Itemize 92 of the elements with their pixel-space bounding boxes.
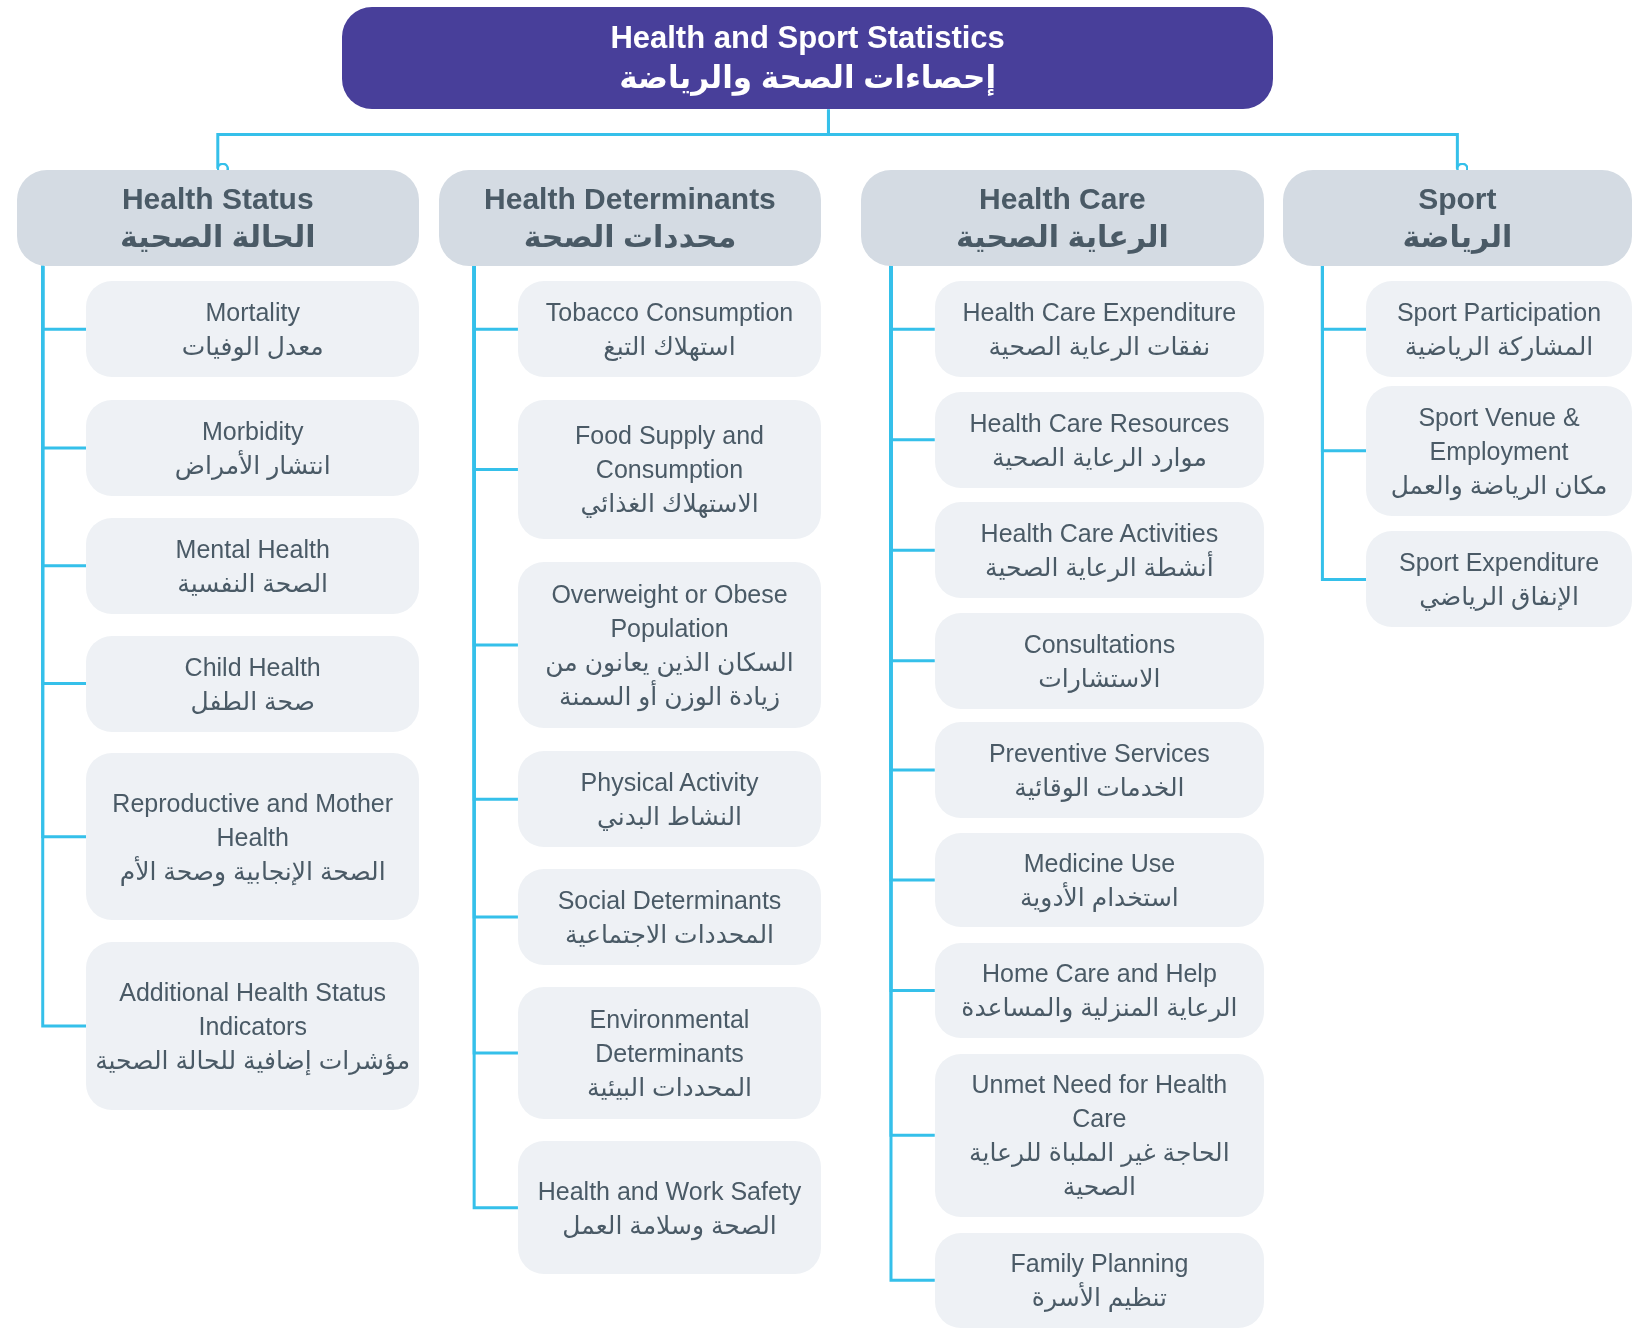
box-label: النشاط البدني [596, 801, 743, 833]
topic-box [517, 400, 822, 539]
box-label: Reproductive and Mother Health [111, 787, 395, 853]
category-box [16, 169, 419, 266]
box-label: Tobacco Consumption [545, 297, 794, 329]
category-box [1282, 169, 1632, 266]
box-label: الإنفاق الرياضي [1419, 581, 1579, 613]
box-label: الخدمات الوقائية [1014, 772, 1185, 804]
box-label: Family Planning [1010, 1248, 1189, 1280]
box-label: نفقات الرعاية الصحية [988, 331, 1211, 363]
topic-box [934, 1053, 1265, 1218]
box-label: الرياضة [1402, 218, 1513, 256]
box-label: الصحة النفسية [177, 567, 329, 599]
box-label: Sport [1418, 180, 1497, 217]
topic-box [934, 1232, 1265, 1328]
topic-box [86, 281, 419, 378]
box-label: Additional Health Status Indicators [118, 976, 388, 1042]
box-label: السكان الذين يعانون من زيادة الوزن أو السمنة [544, 647, 795, 714]
box-label: انتشار الأمراض [174, 449, 331, 482]
box-label: Mental Health [175, 533, 330, 565]
box-label: Unmet Need for Health Care [970, 1069, 1229, 1135]
topic-box [1366, 281, 1632, 378]
box-label: Health and Sport Statistics [610, 19, 1005, 58]
box-label: موارد الرعاية الصحية [991, 441, 1207, 474]
topic-box [934, 502, 1265, 599]
category-box [438, 169, 822, 266]
box-label: Health Care Expenditure [962, 297, 1237, 329]
box-label: Preventive Services [988, 738, 1210, 770]
box-label: Food Supply and Consumption [574, 420, 766, 486]
box-label: الصحة الإنجابية وصحة الأم [119, 855, 386, 888]
topic-box [86, 635, 419, 732]
box-label: المحددات الاجتماعية [565, 919, 774, 950]
topic-box [86, 517, 419, 614]
box-label: الصحة وسلامة العمل [562, 1209, 777, 1242]
box-label: Sport Participation [1396, 297, 1602, 329]
topic-box [934, 832, 1265, 928]
box-label: Morbidity [202, 416, 304, 448]
topic-box [1366, 385, 1632, 516]
box-label: الرعاية الصحية [955, 218, 1169, 256]
box-label: محددات الصحة [523, 218, 737, 255]
box-label: Sport Venue & Employment [1417, 401, 1581, 467]
topic-box [934, 391, 1265, 488]
topic-box [86, 753, 419, 921]
topic-box [517, 561, 822, 729]
box-label: Health Determinants [484, 180, 776, 217]
box-label: Health and Work Safety [537, 1175, 802, 1207]
box-label: Sport Expenditure [1398, 547, 1600, 579]
topic-box [517, 281, 822, 378]
box-label: إحصاءات الصحة والرياضة [619, 59, 996, 98]
box-label: مكان الرياضة والعمل [1390, 469, 1608, 502]
box-label: معدل الوفيات [181, 331, 324, 363]
box-label: Social Determinants [557, 885, 782, 916]
box-label: Mortality [205, 297, 300, 329]
box-label: صحة الطفل [190, 685, 315, 717]
box-label: الحاجة غير الملباة للرعاية الصحية [968, 1137, 1231, 1203]
box-label: Overweight or Obese Population [550, 579, 789, 645]
box-label: Health Care [979, 180, 1146, 217]
topic-box [517, 986, 822, 1120]
bracket-line [1320, 265, 1367, 581]
topic-box [934, 943, 1265, 1038]
bracket-line [41, 265, 87, 1028]
box-label: Health Status [121, 180, 314, 217]
category-box [860, 169, 1265, 266]
box-label: Health Care Activities [980, 518, 1219, 550]
box-label: الرعاية المنزلية والمساعدة [961, 992, 1238, 1025]
box-label: Physical Activity [580, 767, 759, 799]
topic-box [86, 942, 419, 1110]
topic-box [517, 869, 822, 965]
title-box [341, 7, 1274, 110]
box-label: الحالة الصحية [120, 218, 316, 255]
box-label: استخدام الأدوية [1019, 881, 1179, 915]
topic-box [517, 751, 822, 848]
topic-box [934, 281, 1265, 378]
box-label: Environmental Determinants [588, 1004, 751, 1070]
box-label: Medicine Use [1023, 848, 1176, 880]
box-label: الاستشارات [1038, 662, 1161, 695]
box-label: المحددات البيئية [587, 1072, 752, 1104]
topic-box [517, 1141, 822, 1275]
box-label: أنشطة الرعاية الصحية [985, 550, 1214, 584]
box-label: مؤشرات إضافية للحالة الصحية [95, 1044, 411, 1077]
box-label: استهلاك التبغ [603, 331, 736, 363]
box-label: تنظيم الأسرة [1031, 1281, 1167, 1314]
box-label: Child Health [184, 651, 321, 683]
box-label: المشاركة الرياضية [1404, 331, 1594, 363]
topic-box [86, 400, 419, 496]
topic-box [1366, 531, 1632, 628]
topic-box [934, 612, 1265, 709]
box-label: Health Care Resources [969, 407, 1230, 439]
topic-box [934, 722, 1265, 818]
box-label: Home Care and Help [981, 958, 1217, 990]
box-label: Consultations [1023, 628, 1176, 660]
box-label: الاستهلاك الغذائي [580, 488, 759, 520]
